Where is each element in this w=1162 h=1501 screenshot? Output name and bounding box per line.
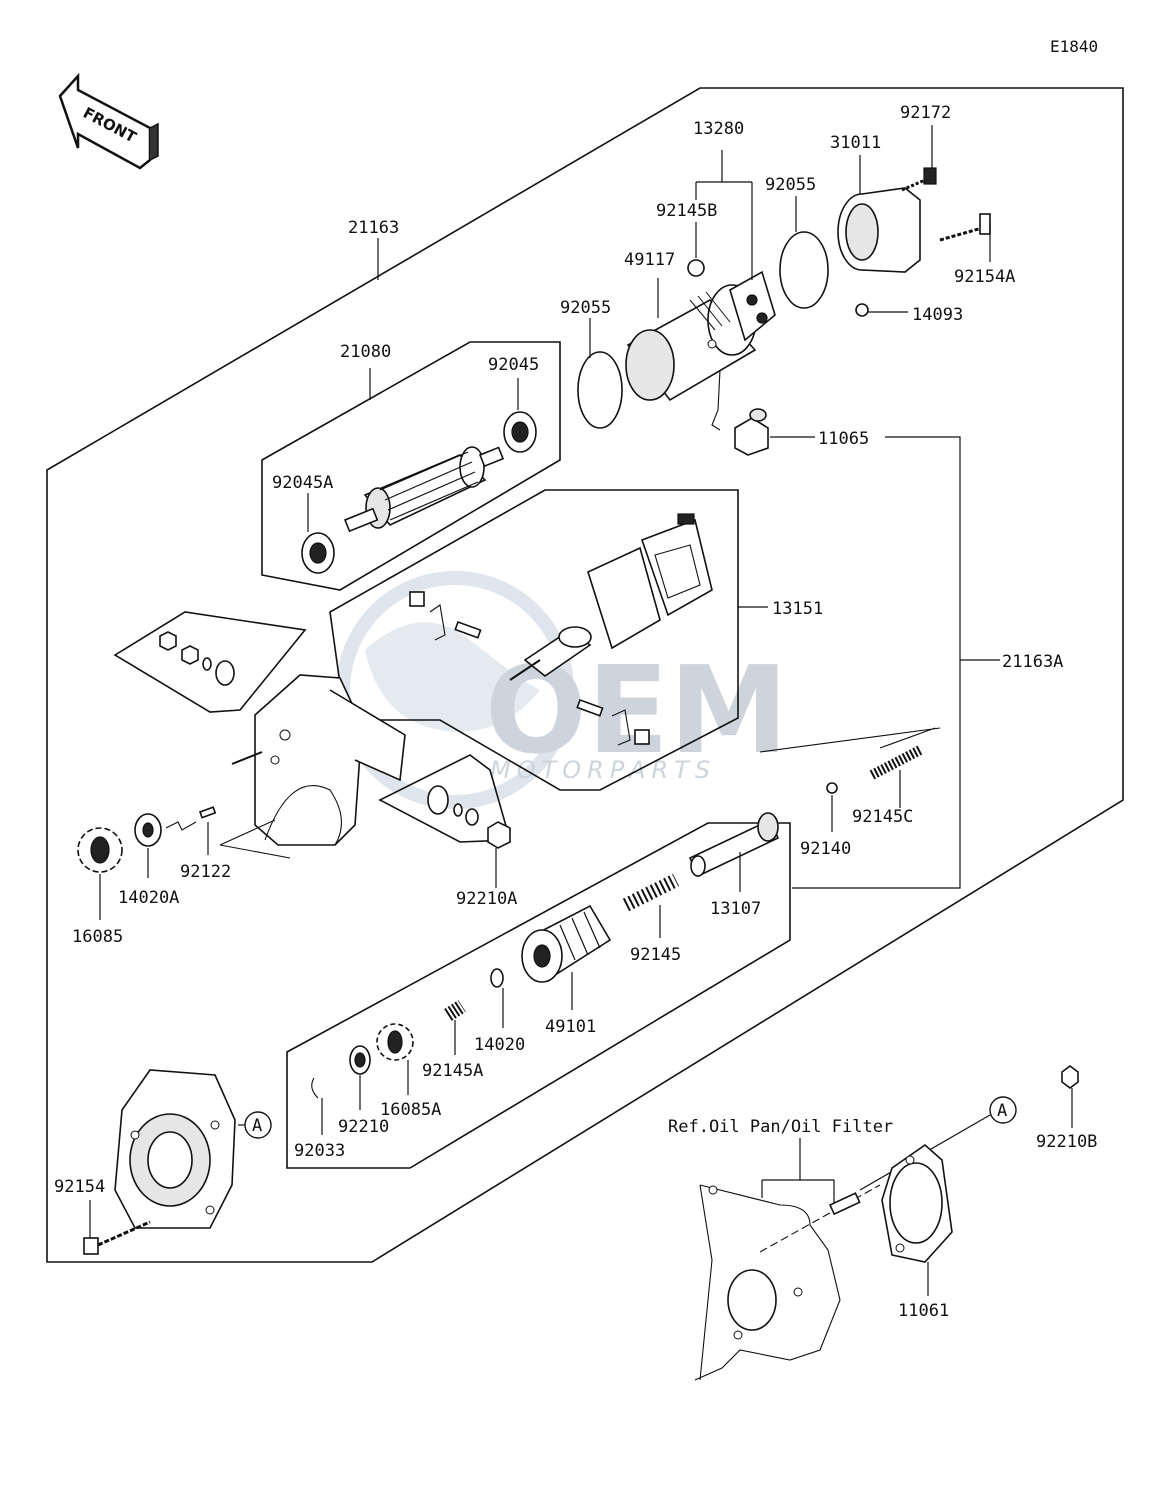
gear-16085 [77,827,123,873]
leader-ref-oil-pan [761,1138,835,1205]
guide-line-92145C [759,727,941,753]
cover-31011 [837,187,921,273]
ref-circle-a-right [989,1096,1017,1124]
label-21163A: 21163A [1002,652,1063,672]
leader-21163A-bracket [792,436,961,889]
stud [828,1192,861,1216]
label-31011: 31011 [830,133,881,153]
watermark-sub: MOTORPARTS [490,756,716,784]
nut-set-outline [378,754,512,843]
gear-16085A [376,1023,414,1061]
label-16085A: 16085A [380,1100,441,1120]
nut-92210B [1061,1065,1079,1089]
armature [343,446,505,533]
spring-92145 [622,873,680,912]
ref-a-right-label: A [997,1101,1007,1121]
nut-14093 [855,303,869,317]
reference-note: Ref.Oil Pan/Oil Filter [668,1117,893,1137]
label-92210B: 92210B [1036,1132,1097,1152]
oil-pan [694,1184,841,1381]
front-arrow-icon: FRONT [58,72,159,170]
label-49117: 49117 [624,250,675,270]
label-92210A: 92210A [456,889,517,909]
label-14093: 14093 [912,305,963,325]
bearing-92045A [301,532,335,574]
label-21163: 21163 [348,218,399,238]
label-49101: 49101 [545,1017,596,1037]
label-13107: 13107 [710,899,761,919]
spring-92145C [869,745,923,780]
label-92045A: 92045A [272,473,333,493]
label-92045: 92045 [488,355,539,375]
key-92122 [165,806,217,831]
assembly-21163-outline [46,87,1124,1263]
label-21080: 21080 [340,342,391,362]
label-92140: 92140 [800,839,851,859]
leader-13280 [695,150,753,280]
spring-92145B [687,259,705,277]
assembly-21080-outline [261,341,561,591]
label-92055-right: 92055 [765,175,816,195]
label-13280: 13280 [693,119,744,139]
yoke-49117 [625,284,757,431]
ref-circle-a-left [244,1111,272,1139]
shaft-13107 [688,812,780,878]
label-92145B: 92145B [656,201,717,221]
collar-14020A [134,813,162,847]
ball-92140 [826,782,838,794]
label-14020A: 14020A [118,888,179,908]
label-16085: 16085 [72,927,123,947]
label-92210: 92210 [338,1117,389,1137]
bearing-and-nut-92210A [427,785,511,849]
bolt-92154A [939,213,991,242]
label-92145C: 92145C [852,807,913,827]
label-92154: 92154 [54,1177,105,1197]
label-13151: 13151 [772,599,823,619]
circlip-92033 [311,1077,319,1099]
assembly-21163A-outline [286,822,791,1169]
bearing-92045 [503,411,537,453]
bolt-92154 [83,1220,151,1255]
o-ring-92055-left [577,351,623,429]
gasket-11061 [881,1143,953,1263]
label-11061: 11061 [898,1301,949,1321]
label-92033: 92033 [294,1141,345,1161]
nut-washer-stack [159,631,235,686]
guide-lines [219,819,291,859]
spring-92145A [444,1000,466,1021]
label-92055-left: 92055 [560,298,611,318]
starter-housing [231,674,406,846]
label-11065: 11065 [818,429,869,449]
bearing-92210 [349,1045,371,1075]
o-ring-92055-right [779,231,829,309]
label-92172: 92172 [900,103,951,123]
washer-set-outline [113,611,307,713]
ring-14020 [490,968,504,988]
clutch-49101 [521,904,612,983]
diagram-code: E1840 [1050,37,1098,56]
label-92154A: 92154A [954,267,1015,287]
label-92145: 92145 [630,945,681,965]
ref-a-left-label: A [252,1116,262,1136]
screw-92172 [901,167,937,192]
watermark: OEM MOTORPARTS [336,571,788,809]
brush-holder-13280 [729,270,776,342]
dowel-guide [759,1184,881,1253]
label-92122: 92122 [180,862,231,882]
label-14020: 14020 [474,1035,525,1055]
brush-plate-13151 [409,513,713,746]
terminal-11065 [734,408,769,456]
front-bracket [114,1069,236,1229]
label-92145A: 92145A [422,1061,483,1081]
